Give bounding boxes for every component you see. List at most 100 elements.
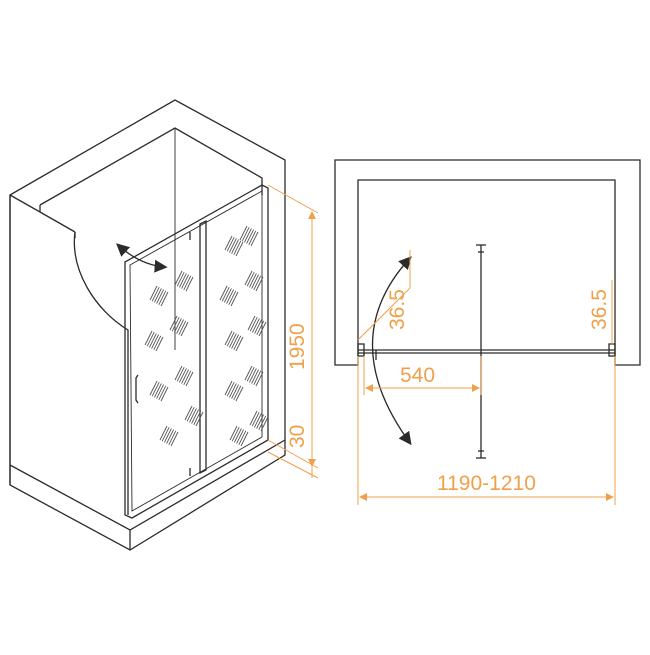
wall-top-rim [39, 127, 263, 206]
glass-texture-stroke [248, 368, 257, 383]
glass-texture-stroke [226, 381, 235, 397]
glass-texture-stroke [151, 334, 160, 349]
offset-left-leader [357, 287, 411, 341]
glass-texture-stroke [193, 410, 202, 426]
glass-texture-stroke [233, 428, 242, 443]
glass-texture-stroke [251, 274, 260, 289]
glass-texture-stroke [178, 273, 187, 288]
glass-texture-stroke [144, 330, 153, 346]
glass-texture-stroke [191, 409, 200, 424]
glass-texture-stroke [231, 334, 240, 349]
glass-texture-stroke [149, 285, 158, 301]
curved-wall-front [9, 195, 76, 485]
glass-texture-stroke [151, 381, 160, 397]
glass-texture-stroke [236, 429, 245, 444]
glass-texture-stroke [173, 318, 182, 333]
glass-texture-stroke [251, 411, 260, 427]
offset-right-label: 36.5 [588, 289, 611, 330]
glass-texture-stroke [181, 274, 190, 289]
glass-texture-stroke [235, 336, 244, 352]
glass-texture-stroke [160, 291, 169, 307]
glass-texture-stroke [161, 426, 170, 442]
swing-arrow-icon [116, 243, 168, 273]
glass-texture-stroke [255, 371, 264, 387]
glass-texture-stroke [176, 366, 185, 382]
wall-top-inner [9, 194, 76, 233]
glass-texture-stroke [156, 384, 165, 399]
door-frame-inner [129, 190, 263, 512]
height-label: 1950 [286, 323, 309, 370]
glass-texture-stroke [233, 335, 242, 351]
glass-texture-stroke [174, 365, 183, 381]
gap-label: 30 [286, 425, 309, 448]
glass-texture-stroke [195, 411, 204, 427]
glass-texture-stroke [228, 238, 237, 253]
glass-texture-stroke [254, 319, 263, 334]
glass-texture-stroke [156, 289, 165, 304]
glass-texture-stroke [188, 408, 197, 423]
curved-wall [73, 231, 129, 515]
glass-texture-stroke [239, 225, 248, 241]
glass-texture-stroke [224, 235, 233, 251]
glass-texture-stroke [155, 336, 164, 352]
glass-texture-stroke [153, 288, 162, 303]
glass-texture-stroke [230, 291, 239, 307]
glass-texture-stroke [244, 270, 253, 286]
glass-texture-stroke [258, 321, 267, 337]
glass-texture-stroke [169, 315, 178, 331]
glass-texture-stroke [158, 290, 167, 306]
glass-texture-stroke [186, 406, 195, 422]
glass-texture-stroke [235, 241, 244, 257]
glass-texture-stroke [146, 331, 155, 347]
glass-texture-stroke [168, 430, 177, 446]
glass-texture-stroke [256, 320, 265, 336]
glass-texture-stroke [233, 240, 242, 256]
glass-texture-stroke [240, 431, 249, 447]
height-ext-top [267, 184, 319, 214]
glass-texture-stroke [149, 380, 158, 396]
glass-texture-stroke [233, 385, 242, 401]
glass-texture-stroke [243, 228, 252, 243]
base-front [9, 439, 286, 550]
glass-texture-stroke [224, 330, 233, 346]
glass-texture-stroke [159, 425, 168, 441]
glass-texture-stroke [163, 428, 172, 443]
plan-left-mount [357, 343, 365, 357]
glass-texture-stroke [228, 290, 237, 306]
glass-texture [144, 225, 269, 447]
glass-texture-stroke [248, 230, 257, 246]
glass-texture-stroke [249, 410, 258, 426]
glass-texture-stroke [247, 315, 256, 331]
glass-texture-stroke [221, 286, 230, 302]
glass-texture-stroke [224, 380, 233, 396]
glass-texture-stroke [183, 275, 192, 291]
glass-texture-stroke [238, 430, 247, 446]
plan-view: 36.5 36.5 540 1190-1210 [334, 159, 641, 505]
gap-ext [267, 451, 319, 479]
glass-texture-stroke [171, 316, 180, 332]
glass-texture-stroke [255, 276, 264, 292]
glass-texture-stroke [250, 231, 259, 247]
glass-texture-stroke [176, 319, 185, 334]
door-divider [199, 219, 207, 475]
door-frame [124, 184, 269, 519]
glass-texture-stroke [219, 285, 228, 301]
glass-texture-stroke [231, 384, 240, 399]
isometric-view: 1950 30 [9, 99, 319, 551]
glass-texture-stroke [253, 413, 262, 428]
glass-texture-stroke [228, 333, 237, 348]
glass-texture-stroke [231, 239, 240, 254]
glass-texture-stroke [185, 371, 194, 387]
glass-texture-stroke [226, 236, 235, 252]
glass-texture-stroke [160, 386, 169, 402]
glass-texture-stroke [260, 416, 269, 432]
glass-texture-stroke [246, 229, 255, 244]
glass-texture-stroke [226, 331, 235, 347]
plan-swing-arc-icon [372, 256, 412, 446]
glass-texture-stroke [235, 386, 244, 402]
glass-texture-stroke [249, 316, 258, 332]
glass-texture-stroke [246, 271, 255, 287]
glass-texture-stroke [248, 273, 257, 288]
